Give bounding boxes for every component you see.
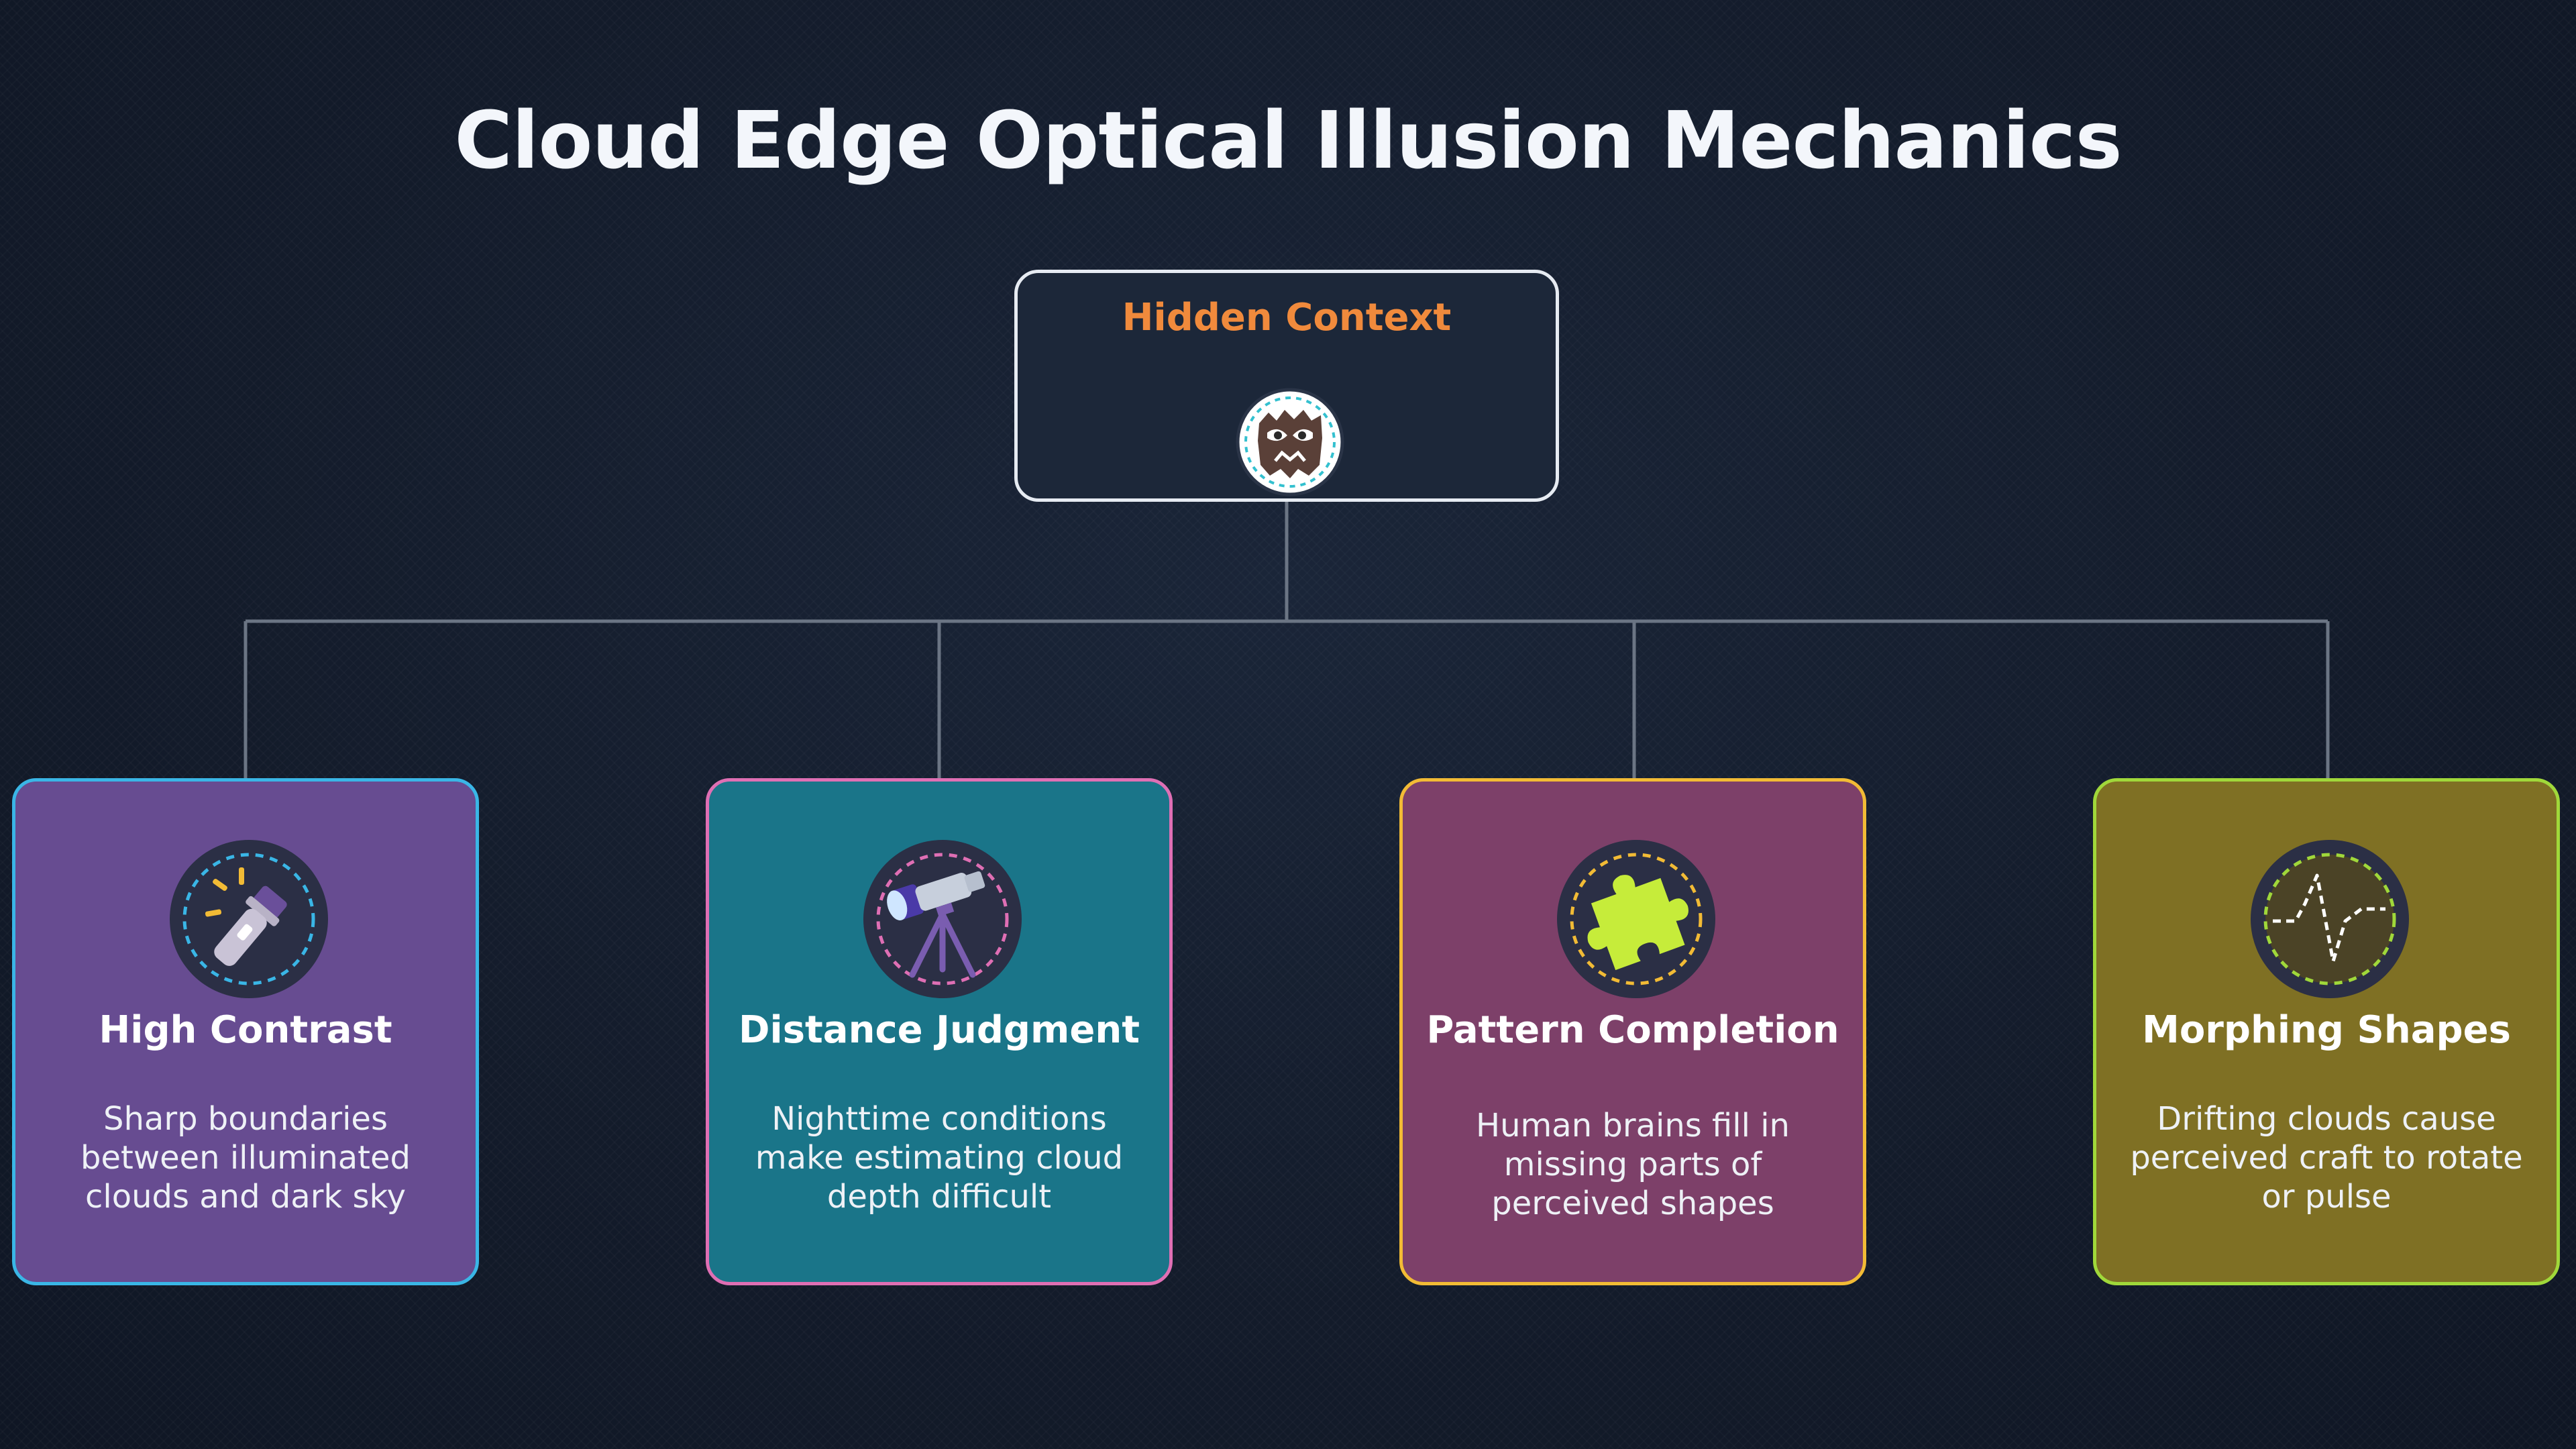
- node-high-contrast: High Contrast Sharp boundaries between i…: [12, 778, 479, 1285]
- node-label: Distance Judgment: [739, 1008, 1140, 1052]
- page-title: Cloud Edge Optical Illusion Mechanics: [454, 94, 2122, 186]
- flashlight-icon: [170, 840, 328, 998]
- pulse-wave-icon: [2251, 840, 2409, 998]
- node-distance-judgment: Distance Judgment Nighttime conditions m…: [706, 778, 1173, 1285]
- node-morphing-shapes: Morphing Shapes Drifting clouds cause pe…: [2093, 778, 2560, 1285]
- masked-face-icon: [1236, 388, 1344, 496]
- puzzle-piece-icon: [1557, 840, 1715, 998]
- node-label: Pattern Completion: [1426, 1008, 1839, 1052]
- node-pattern-completion: Pattern Completion Human brains fill in …: [1399, 778, 1866, 1285]
- node-description: Human brains fill in missing parts of pe…: [1476, 1107, 1790, 1222]
- node-description: Sharp boundaries between illuminated clo…: [80, 1100, 411, 1216]
- node-label: Morphing Shapes: [2142, 1008, 2511, 1052]
- root-node-label: Hidden Context: [1122, 296, 1452, 339]
- node-label: High Contrast: [99, 1008, 392, 1052]
- node-description: Drifting clouds cause perceived craft to…: [2130, 1100, 2523, 1216]
- root-node-hidden-context: Hidden Context: [1014, 270, 1559, 502]
- telescope-icon: [863, 840, 1022, 998]
- node-description: Nighttime conditions make estimating clo…: [755, 1100, 1124, 1216]
